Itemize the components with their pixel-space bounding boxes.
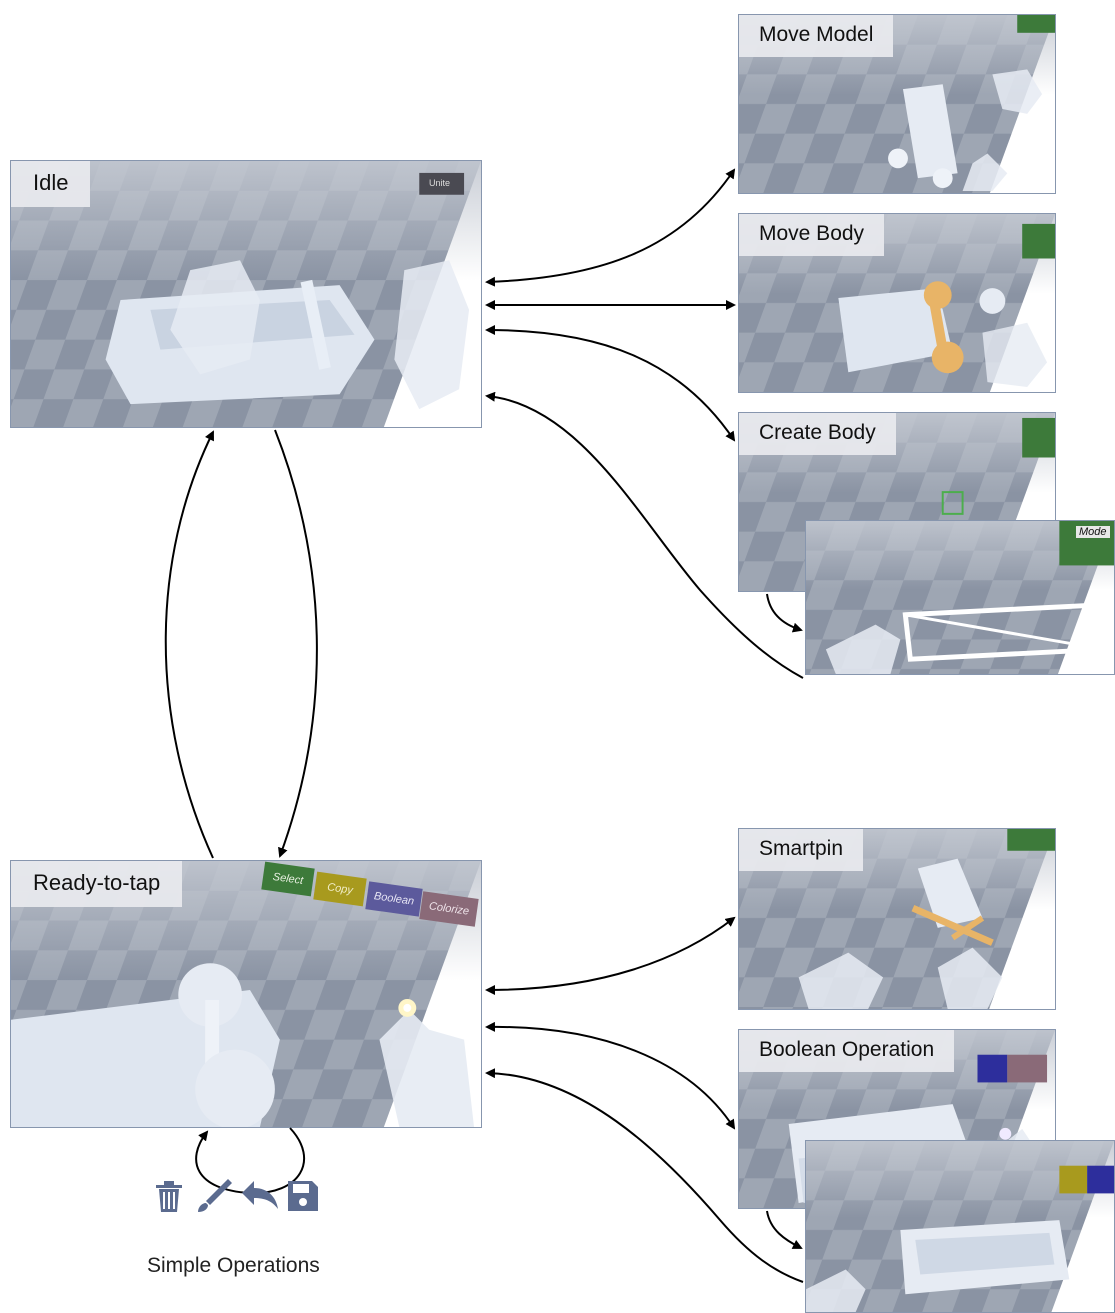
state-label-ready: Ready-to-tap [11,861,183,907]
arrow-idle-create-body [485,325,736,442]
idle-panel: Idle Unite [10,160,482,428]
arrow-idle-move-model [485,168,736,287]
ready-panel: Ready-to-tap Select Copy Boolean Coloriz… [10,860,482,1128]
arrow-boolean-to-sub [766,1210,803,1249]
state-label-move-body: Move Body [739,214,885,256]
state-label-move-model: Move Model [739,15,894,57]
save-icon [288,1181,318,1211]
arrow-ready-smartpin [485,916,736,995]
arrow-ready-idle [164,430,214,859]
state-label-idle: Idle [11,161,91,207]
unite-button-label: Unite [429,178,451,188]
boolean-sub-panel [805,1140,1115,1313]
smartpin-panel: Smartpin [738,828,1056,1010]
state-label-boolean-op: Boolean Operation [739,1030,955,1072]
boolean-sub-scene [806,1141,1114,1312]
mode-label: Mode [1076,526,1110,538]
trash-icon [156,1181,182,1212]
brush-icon [198,1179,232,1212]
undo-icon [242,1181,278,1209]
arrow-create-to-sub [766,593,803,633]
state-label-smartpin: Smartpin [739,829,864,871]
move-body-panel: Move Body [738,213,1056,393]
idle-scene [11,161,481,427]
simple-operations-icons [156,1179,318,1212]
move-model-panel: Move Model [738,14,1056,194]
simple-operations-caption: Simple Operations [147,1254,320,1277]
smartpin-scene [739,829,1055,1009]
state-label-create-body: Create Body [739,413,896,455]
ready-scene [11,861,481,1127]
create-body-sub-panel: Mode [805,520,1115,675]
arrow-ready-boolean [485,1021,736,1130]
arrow-idle-ready [274,429,318,858]
create-body-sub-scene [806,521,1114,674]
